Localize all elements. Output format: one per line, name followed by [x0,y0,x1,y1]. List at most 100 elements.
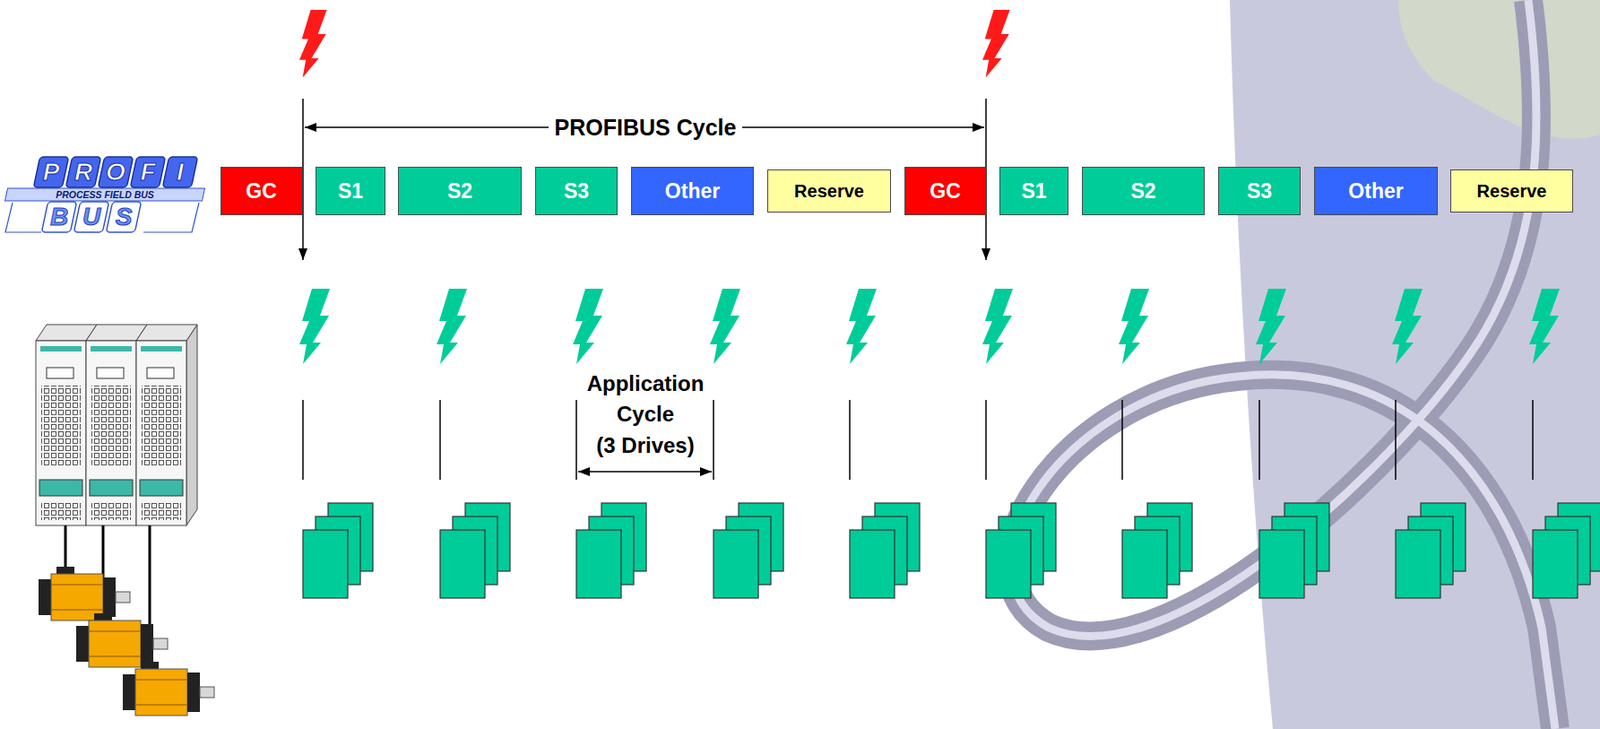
logo-text: U [82,202,101,232]
logo-box [33,156,69,188]
slot-label: Reserve [1477,181,1548,202]
cabinet-band [139,479,183,496]
app-bolt [299,288,330,364]
motor [38,566,130,621]
slot-label: S3 [1246,179,1272,204]
motor [122,661,215,716]
app-bolt [1392,288,1423,364]
frame-stack [1259,502,1330,598]
logo-box [41,201,77,233]
cabinet-top [136,324,198,341]
tick-line [439,399,442,480]
tick-line [575,399,578,480]
cabinet-display [147,367,174,379]
cabinet-front [35,340,87,526]
application-bolts [299,288,1560,364]
slot-label: S2 [447,179,473,204]
frame-stack [713,502,784,598]
cabinet-display [96,367,124,379]
cabinet-front [86,340,137,526]
logo-frame [5,202,42,233]
motor-wire [64,525,68,567]
dimension-arrow [304,126,549,129]
annotation-label: Cycle [616,401,675,427]
tick-line [985,399,987,480]
slot-label: Other [1348,179,1403,204]
cable-highlight [1011,0,1556,729]
motor [76,613,168,667]
logo-box [162,156,198,188]
tick-line [1258,399,1261,480]
frame-stack [1122,502,1193,598]
drive-cabinet [136,324,198,526]
cabinet-buttons [41,385,81,467]
bus-slot-box: S3 [1218,166,1301,216]
bus-slot-box: Other [1314,166,1438,216]
slot-label: Reserve [794,181,865,202]
cabinet-terminals [91,501,131,520]
sync-bolt [299,9,328,78]
tick-line [1531,399,1534,480]
app-bolt [846,288,877,364]
logo-text: S [115,202,133,232]
bus-slot-box: S2 [397,166,522,216]
slot-label: S1 [1020,179,1047,204]
cable [1011,0,1556,729]
tick-line [1121,399,1124,480]
bus-slot-box: GC [904,166,986,216]
slot-label: GC [929,179,961,204]
cabinet-display [46,367,74,379]
tick-line [302,399,304,480]
logo-text: P [43,157,61,187]
bus-slot-box: S3 [535,166,618,216]
application-ticks [302,399,1533,480]
logo-box [129,156,165,188]
app-bolt [572,288,604,364]
logo-box [65,156,101,188]
app-bolt [1118,288,1150,364]
sync-bolt [982,9,1011,78]
frame-stack [985,502,1056,598]
slot-label: GC [245,179,277,204]
bus-slot-box: GC [220,166,303,216]
cabinet-strip [40,345,82,352]
bus-slot-box: S2 [1081,166,1205,216]
logo-box [105,201,141,233]
bus-slot-box: S1 [315,166,386,216]
slot-label: Other [665,179,720,204]
app-bolt [1255,288,1287,364]
app-bolt [982,288,1013,364]
logo-text: PROCESS FIELD BUS [55,189,155,200]
logo-text: O [105,157,126,187]
annotation-label: PROFIBUS Cycle [554,114,737,141]
tick-line [1394,399,1397,480]
cabinet-terminals [41,501,81,520]
app-bolt [709,288,741,364]
bus-slot-box: Reserve [1450,169,1574,213]
logo-band [5,188,206,201]
tick-line [848,399,851,480]
tick-line [712,399,715,480]
cabinet-buttons [91,385,131,467]
cabinet-band [89,479,133,496]
cabinet-front [136,340,187,526]
bus-slot-box: Other [631,166,754,216]
logo-box [73,201,109,233]
frame-stack [849,502,920,598]
frame-stack [1532,502,1600,598]
cabinet-strip [90,345,132,352]
frame-stack [302,502,373,598]
sync-line [302,98,304,260]
bus-slot-box: Reserve [767,169,891,213]
frame-stack [1395,502,1466,598]
cabinet-strip [140,345,182,352]
logo-text: B [50,202,69,232]
frame-stack [576,502,647,598]
bus-slot-box: S1 [999,166,1069,216]
profibus-logo [5,156,206,233]
slot-label: S1 [337,179,364,204]
background-map [1398,0,1600,139]
